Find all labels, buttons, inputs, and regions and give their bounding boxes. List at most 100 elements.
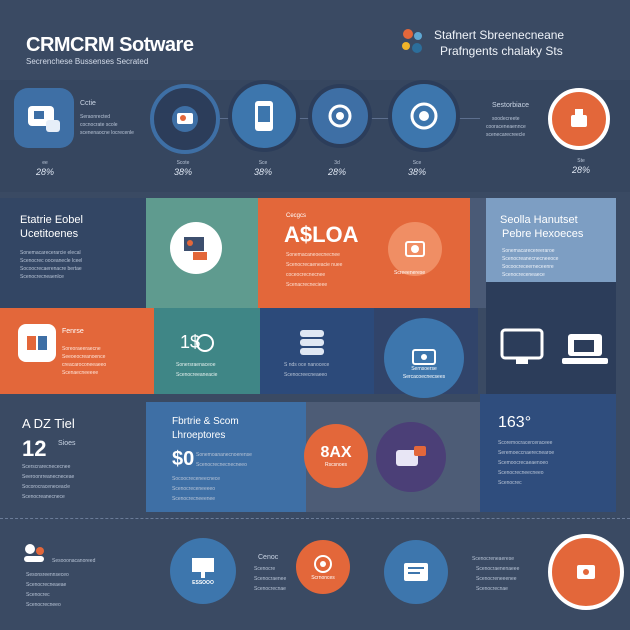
right-text-1: soodecreete [492, 116, 520, 122]
row2-left-text-1: Sonemacarecerarcie elecal [20, 250, 81, 256]
orange-text-2: Scenocrecaeneacie nuee [286, 262, 343, 268]
row5-orange-caption: Scrnonces [311, 574, 335, 581]
card-text-2: cocnocrate scole [80, 122, 118, 128]
row4-left-panel [0, 402, 146, 512]
row4-mid-panel [146, 402, 306, 512]
stat-2: Scote 38% [168, 160, 198, 177]
row4-mid-text-1: Sonemoananecnoerense [196, 452, 252, 458]
row4-label: Sioes [58, 440, 76, 447]
crm-card-icon[interactable] [14, 88, 74, 148]
row5-tag: ESSOOO [192, 579, 214, 586]
row2-left-heading-1: Etatrie Eobel [20, 214, 83, 226]
row4-right-text-5: Scenocrec [498, 480, 522, 486]
row4-mid-heading-2: Lhroeptores [172, 430, 226, 441]
stat-6: Ste 28% [566, 158, 596, 175]
row2-left-heading-2: Ucetitoenes [20, 228, 79, 240]
row5-mid-text-1: Scenocre [254, 566, 276, 572]
row5-left-text-5: Scenocrecneeo [26, 602, 61, 608]
row2-right-heading-1: Seolla Hanutset [500, 214, 578, 226]
row4-orange-big: 8AX [320, 443, 352, 461]
card-text-1: Seraonrected [80, 114, 111, 120]
row3-left-text-4: Scenaecneeeee [62, 370, 99, 376]
monitor-icon[interactable] [496, 326, 548, 370]
page-subtitle: Secrenchese Bussenses Secrated [26, 57, 149, 66]
row5-left-text-2: Sesonsreennseceo [26, 572, 69, 578]
orange-text-1: Sonemacaneoecnecnee [286, 252, 340, 258]
row4-mid-text-3: Socoocreceneecnece [172, 476, 221, 482]
row4-mid-heading-1: Fbrtrie & Scom [172, 416, 239, 427]
stat-2-value: 38% [173, 167, 192, 177]
right-text-3: scenecarecreecle [486, 132, 526, 138]
stat-1: ee 28% [30, 160, 60, 177]
row2-left-text-2: Scenocrec ooceanecle lceel [20, 258, 83, 264]
row4-right-text-1: Scoremocracerceraceee [498, 440, 553, 446]
row4-right-text-4: Scenocrecneecneeo [498, 470, 544, 476]
clock-icon[interactable] [196, 334, 214, 352]
row3-mid-text-2: Scenocreecneaeeo [284, 372, 328, 378]
step-circle-browser[interactable] [150, 84, 220, 154]
row5-presentation-circle[interactable]: ESSOOO [170, 538, 236, 604]
row4-mid-text-5: Scenocrecneeenee [172, 496, 216, 502]
row5-mid-text-2: Scenocraenee [254, 576, 287, 582]
row2-right-heading-2: Pebre Hexoeces [502, 228, 584, 240]
row4-left-heading: A DZ Tiel [22, 416, 75, 431]
row5-mid-label: Cenoc [258, 554, 279, 561]
orange-icon-caption: Screeenerese [394, 270, 426, 276]
step-circle-phone[interactable] [228, 80, 300, 152]
laptop-icon[interactable] [560, 330, 610, 370]
stat-3: Sce 38% [248, 160, 278, 177]
stat-1-value: 28% [35, 167, 54, 177]
row4-right-top: 163° [498, 414, 532, 431]
row5-right-text-3: Scenocreneeenee [476, 576, 517, 582]
team-icon[interactable] [22, 542, 48, 564]
row4-right-text-2: Seremoeccnaerecnearoe [498, 450, 555, 456]
step-circle-target[interactable] [388, 80, 460, 152]
step-circle-gear[interactable] [308, 84, 372, 148]
book-icon[interactable] [18, 324, 56, 362]
right-text-2: cooraceneaennce [486, 124, 526, 130]
card-text-3: scenenaocne locrecenle [80, 130, 134, 136]
row4-right-panel [480, 394, 616, 512]
row4-purple-circle[interactable] [376, 422, 446, 492]
orange-top: Cecgcs [286, 213, 307, 219]
row2-left-panel [0, 198, 146, 308]
stat-6-top: Ste [577, 158, 585, 164]
database-icon[interactable] [298, 328, 326, 358]
row3-left-label: Fenrse [62, 328, 84, 335]
row2-mid-gap [470, 198, 486, 308]
row4-mid-text-4: Scenocreceneeeeo [172, 486, 216, 492]
row2-right-text-4: Scenocreceneaece [502, 272, 545, 278]
stat-5-top: Sce [412, 160, 422, 166]
row3-circle[interactable] [384, 318, 464, 398]
stat-5: Sce 38% [402, 160, 432, 177]
row4-big-num: 12 [22, 436, 47, 461]
row3-left-text-2: Seeoeocreanoence [62, 354, 106, 360]
stat-6-value: 28% [571, 165, 590, 175]
row5-right-text-4: Scenocrecnae [476, 586, 508, 592]
row3-num: 1$ [180, 332, 201, 352]
row5-tools-circle[interactable] [548, 534, 624, 610]
stat-3-value: 38% [253, 167, 272, 177]
row4-orange-circle[interactable]: 8AX Rscsnoes [304, 424, 368, 488]
row3-left-text-1: Soreoraeeraecne [62, 346, 101, 352]
stat-5-value: 38% [407, 167, 426, 177]
row5-document-circle[interactable] [384, 540, 448, 604]
row3-num-text-2: Scenocreeaneacie [176, 372, 218, 378]
row4-orange-small: Rscsnoes [325, 461, 347, 468]
row3-mid-text-1: S nds oce nanocece [284, 362, 330, 368]
row3-left-text-3: creacaroconeeaeeo [62, 362, 107, 368]
workstation-icon[interactable] [170, 222, 222, 274]
step-circle-tools[interactable] [548, 88, 610, 150]
stat-4-top: 3d [334, 160, 340, 166]
stat-4-value: 28% [327, 167, 346, 177]
row5-left-text-4: Scenocrec [26, 592, 50, 598]
orange-box-icon[interactable] [388, 222, 442, 276]
row4-left-text-1: Scerscrarecnececnee [22, 464, 71, 470]
orange-big: A$LOA [284, 222, 359, 247]
row5-orange-circle[interactable]: Scrnonces [296, 540, 350, 594]
row2-right-text-1: Sonemacarecereeraroe [502, 248, 555, 254]
row5-mid-text-3: Scenocrecnae [254, 586, 286, 592]
row3-circle-caption-2: Sercacoecnecsees [402, 374, 446, 380]
row4-right-text-3: Scemoocrecaeaenoeo [498, 460, 549, 466]
row2-left-text-3: Socoocrecaerenacre bertae [20, 266, 82, 272]
